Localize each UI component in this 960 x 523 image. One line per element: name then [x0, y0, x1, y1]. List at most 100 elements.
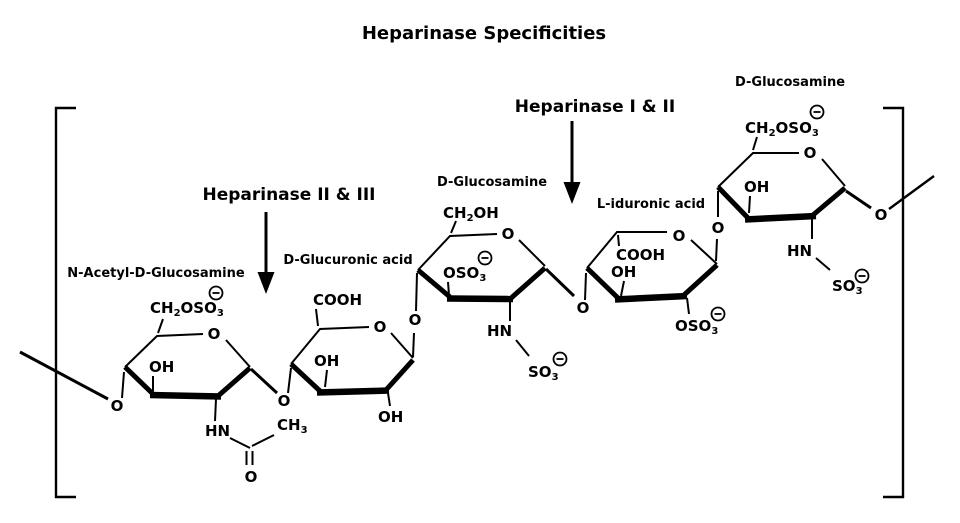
glycosidic-oxygen-label: O — [712, 219, 725, 237]
bond — [845, 189, 872, 210]
glycosidic-oxygen-label: O — [577, 299, 590, 317]
bond — [515, 339, 530, 357]
hydroxyl-label: OH — [149, 358, 174, 376]
amine-hn-label: HN — [487, 322, 512, 340]
residue-label-n-acetyl-d-glucosamine: N-Acetyl-D-Glucosamine — [67, 266, 245, 281]
bond — [251, 434, 275, 447]
bond — [287, 367, 292, 394]
right-bracket — [883, 106, 905, 499]
ring-bold-bond — [289, 362, 322, 393]
ring-bold-bond — [744, 212, 817, 223]
glycosidic-oxygen-label: O — [278, 392, 291, 410]
bond — [715, 238, 718, 262]
ring-top-bonds — [586, 231, 718, 269]
bond — [249, 367, 279, 395]
glycosidic-oxygen-label: O — [111, 397, 124, 415]
ring-top-bonds — [717, 152, 846, 188]
bond — [450, 220, 457, 234]
ring-d-glucosamine-right: O CH2OSO3 OH HN SO3 — [716, 104, 870, 297]
arrow-head-icon — [257, 272, 275, 294]
c6-sulfate-label: CH2OSO3 — [150, 299, 224, 319]
ring-bold-bond — [508, 266, 547, 301]
glycosidic-oxygen-label: O — [875, 206, 888, 224]
chain-continuation-bond — [888, 175, 935, 210]
glycosidic-linkage-4-5: O — [712, 191, 725, 262]
minus-charge-icon — [208, 285, 224, 301]
ring-oxygen-label: O — [208, 325, 221, 343]
bond — [544, 267, 576, 298]
ring-top-bonds — [417, 233, 546, 271]
bond — [121, 371, 125, 399]
acetyl-methyl-label: CH3 — [277, 416, 308, 436]
left-chain-terminal: O — [19, 350, 125, 415]
bond — [752, 136, 758, 151]
bond — [315, 308, 319, 327]
n-sulfate-label: SO3 — [832, 277, 863, 297]
ring-l-iduronic-acid: O COOH OH OSO3 — [585, 227, 726, 337]
bond — [620, 280, 625, 297]
ring-bold-bond — [216, 366, 252, 398]
hydroxyl-label: OH — [314, 352, 339, 370]
minus-charge-icon — [710, 306, 726, 322]
residue-label-d-glucuronic-acid: D-Glucuronic acid — [283, 253, 412, 268]
o-sulfate-label: OSO3 — [675, 317, 718, 337]
bond — [447, 281, 450, 296]
ring-oxygen-label: O — [374, 318, 387, 336]
amide-hn-label: HN — [205, 422, 230, 440]
bond — [229, 437, 251, 449]
residue-label-d-glucosamine-mid: D-Glucosamine — [437, 175, 547, 190]
arrow-head-icon — [563, 182, 581, 204]
glycosidic-linkage-3-4: O — [544, 267, 590, 317]
ring-oxygen-label: O — [673, 227, 686, 245]
ring-bold-bond — [716, 185, 750, 220]
residue-label-d-glucosamine-right: D-Glucosamine — [735, 75, 845, 90]
left-bracket — [54, 106, 76, 499]
ring-bold-bond — [585, 266, 620, 300]
ring-oxygen-label: O — [804, 144, 817, 162]
carboxyl-label: COOH — [616, 246, 665, 264]
diagram-title: Heparinase Specificities — [362, 23, 606, 44]
c6-hydroxymethyl-label: CH2OH — [443, 204, 499, 224]
bond — [686, 297, 690, 315]
carboxyl-label: COOH — [313, 291, 362, 309]
heparinase-1-2-annotation: Heparinase I & II — [515, 97, 675, 204]
bond — [157, 318, 164, 334]
ring-bold-bond — [811, 186, 847, 217]
bond — [617, 234, 620, 247]
ring-top-bonds — [290, 326, 414, 365]
ring-bold-bond — [149, 391, 222, 400]
bond — [748, 195, 751, 214]
right-chain-terminal: O — [845, 175, 935, 224]
bond — [214, 398, 217, 422]
chain-continuation-bond — [19, 350, 109, 401]
heparinase-2-3-annotation: Heparinase II & III — [202, 185, 376, 294]
ring-oxygen-label: O — [502, 225, 515, 243]
ring-bold-bond — [682, 263, 719, 297]
enzyme-label: Heparinase I & II — [515, 97, 675, 117]
ring-bold-bond — [446, 295, 514, 303]
ring-bold-bond — [123, 365, 155, 396]
bond — [815, 257, 831, 271]
glycosidic-oxygen-label: O — [409, 311, 422, 329]
ring-n-acetyl-d-glucosamine: O CH2OSO3 OH HN O CH3 — [123, 285, 308, 486]
ring-top-bonds — [124, 333, 251, 368]
residue-label-l-iduronic-acid: L-iduronic acid — [597, 197, 705, 212]
c6-sulfate-label: CH2OSO3 — [745, 119, 819, 139]
bond — [324, 369, 328, 388]
hydroxyl-label: OH — [611, 263, 636, 281]
bond — [387, 392, 391, 407]
ring-bold-bond — [384, 358, 415, 392]
ring-bold-bond — [614, 292, 688, 303]
bond — [412, 332, 415, 358]
glycosidic-linkage-1-2: O — [249, 367, 292, 410]
bond — [584, 272, 587, 301]
o-sulfate-label: OSO3 — [443, 264, 486, 284]
hydroxyl-label: OH — [378, 408, 403, 426]
minus-charge-icon — [477, 250, 493, 266]
glycosidic-linkage-2-3: O — [409, 272, 422, 358]
n-sulfate-label: SO3 — [528, 363, 559, 383]
enzyme-label: Heparinase II & III — [202, 185, 375, 205]
ring-d-glucuronic-acid: O COOH OH OH — [289, 291, 415, 426]
